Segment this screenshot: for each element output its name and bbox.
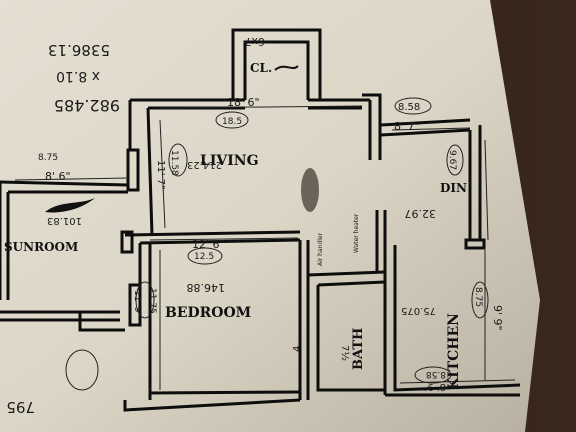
sunroom-area: 101.83: [47, 215, 82, 226]
room-kitchen: KITCHEN: [446, 313, 462, 390]
room-dining: DIN: [440, 181, 467, 195]
stain: [301, 168, 319, 212]
scribble-closet: [274, 65, 299, 71]
circled-notes: [65, 97, 489, 391]
bedroom-depth: 11' 9": [132, 290, 142, 317]
room-living: LIVING: [200, 153, 259, 169]
margin-bottom-left: 795: [6, 398, 35, 416]
bedroom-area: 146.88: [187, 281, 226, 294]
living-area: 214.23: [187, 159, 222, 170]
living-depth-circled: 11.58: [169, 150, 179, 176]
kitchen-width: 8' 9": [423, 381, 446, 392]
room-bath: BATH: [351, 328, 366, 370]
bedroom-depth-circled: 11.75: [147, 288, 157, 314]
room-bedroom: BEDROOM: [165, 305, 251, 321]
bedroom-width: 12' 6": [192, 238, 225, 251]
dining-area: 32.97: [405, 207, 437, 220]
margin-mult: x 8.10: [56, 68, 100, 84]
bath-note: 7½: [339, 345, 351, 361]
top-right-width: 8' 7": [394, 120, 420, 133]
margin-product: 5386.13: [48, 41, 110, 59]
living-width: 18' 6": [227, 96, 260, 109]
dimension-lines: [14, 105, 516, 390]
water-heater: Water heater: [353, 213, 360, 253]
scribble: [45, 198, 95, 213]
margin-total: 982.485: [54, 96, 120, 115]
small-mark: 4: [292, 346, 303, 352]
sunroom-width: 8' 6": [45, 170, 71, 183]
living-depth: 11' 7": [155, 160, 166, 190]
air-handler: Air handler: [317, 232, 324, 266]
dining-circled: 9.67: [447, 150, 457, 170]
closet-size: 6x7: [244, 35, 265, 48]
living-width-circled: 18.5: [222, 117, 242, 127]
room-closet: CL.: [250, 61, 272, 75]
bedroom-width-circled: 12.5: [194, 252, 214, 262]
kitchen-depth-circled: 8.75: [473, 287, 483, 307]
top-right-circled: 8.58: [398, 102, 420, 113]
kitchen-depth: 9' 9": [491, 305, 504, 331]
room-sunroom: SUNROOM: [4, 240, 78, 254]
kitchen-width-circled: 8.58: [426, 369, 446, 379]
walls: [0, 28, 521, 412]
sunroom-left: 8.75: [38, 153, 58, 163]
kitchen-area: 75.075: [401, 305, 436, 316]
